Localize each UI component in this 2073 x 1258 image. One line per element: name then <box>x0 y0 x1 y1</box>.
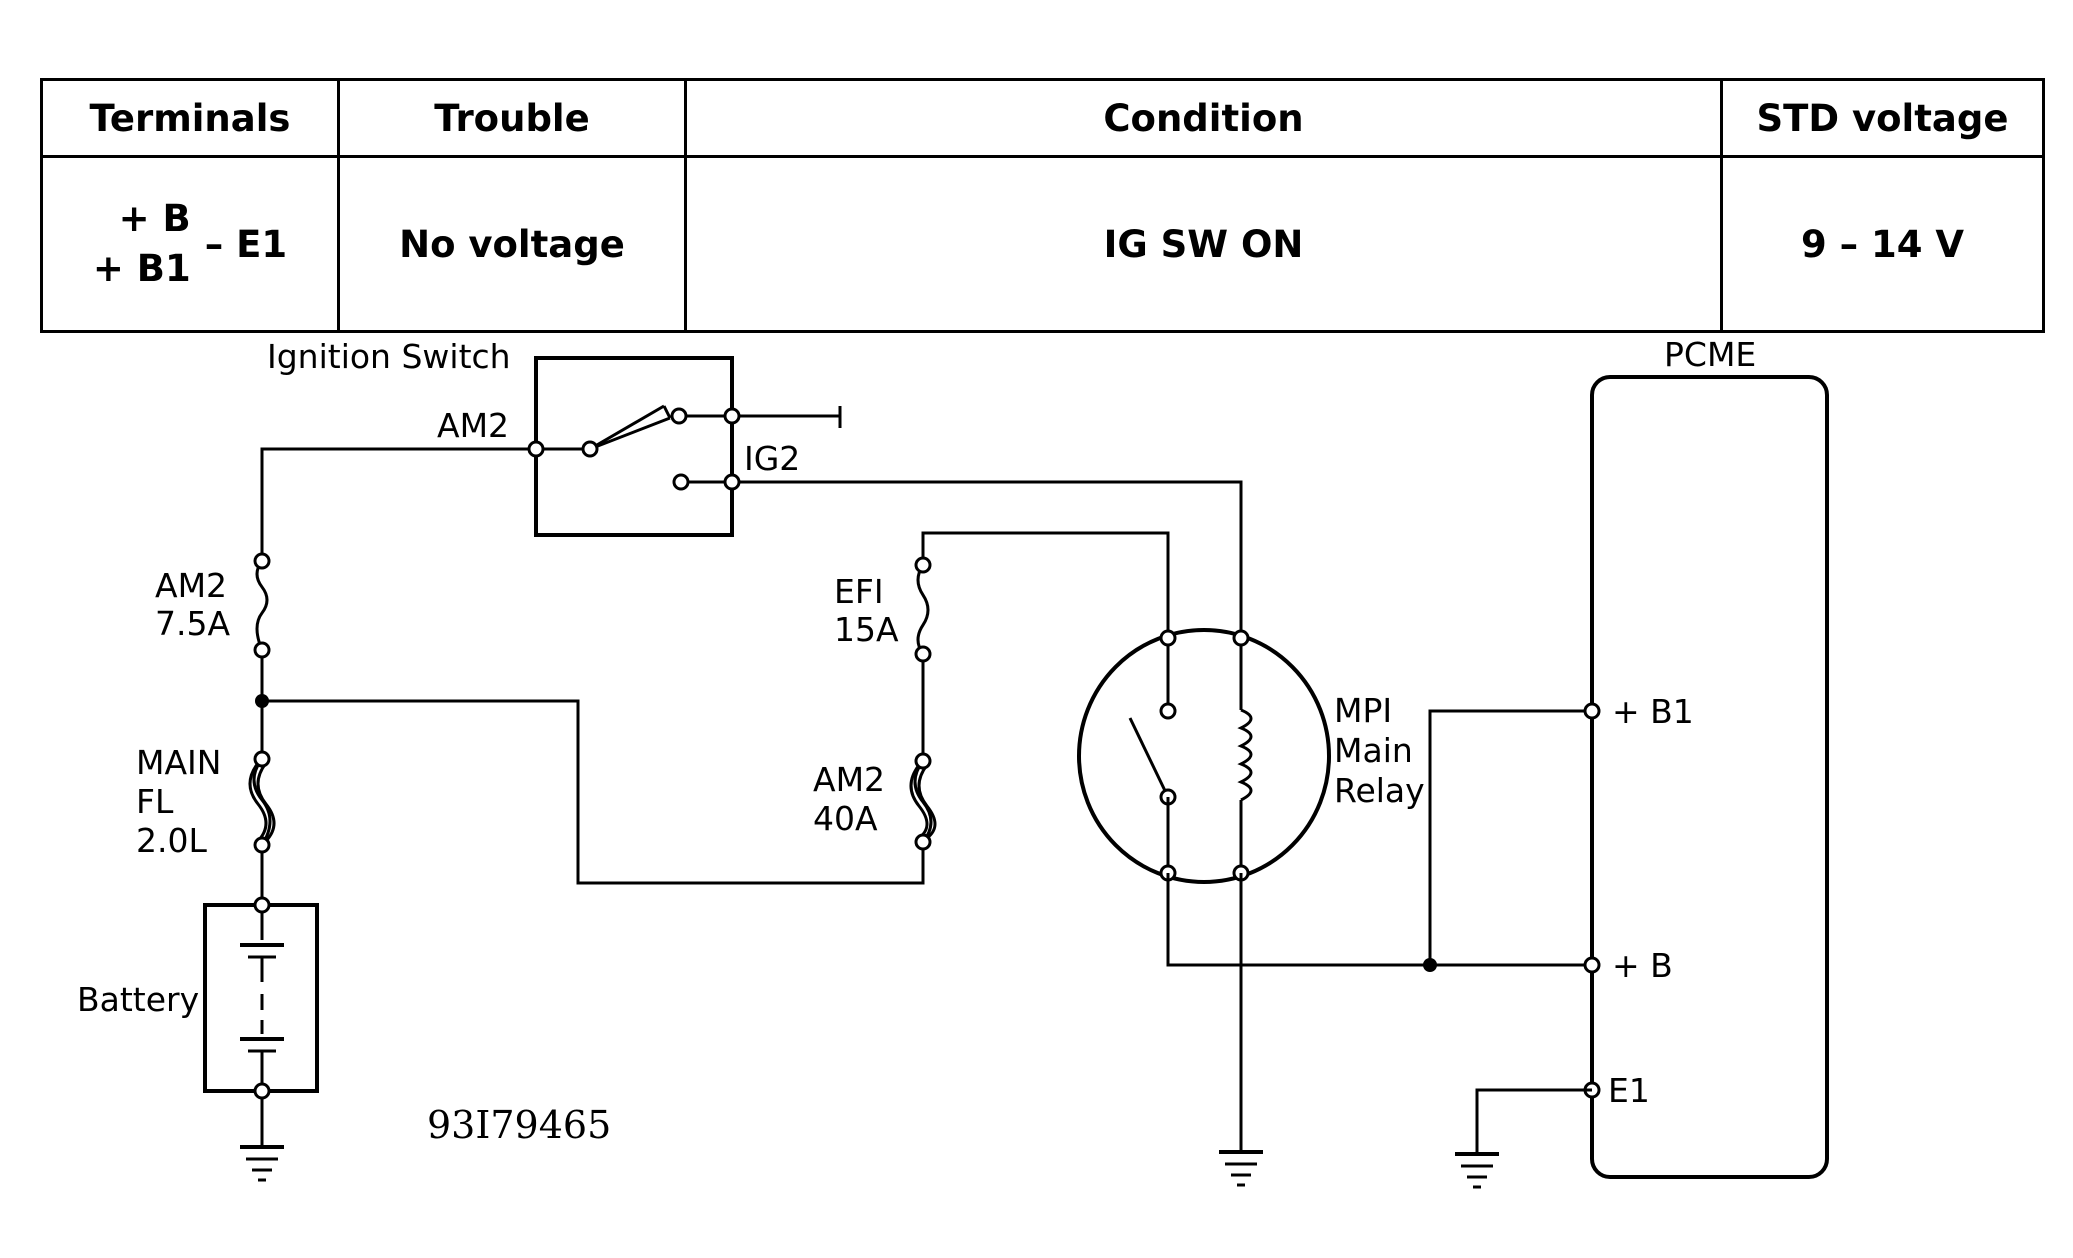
pin-b1-label: + B1 <box>1612 692 1694 731</box>
pin-b-label: + B <box>1612 946 1673 985</box>
relay-output-wiring <box>1166 709 1592 1150</box>
terminal-e1: – E1 <box>204 222 288 266</box>
header-condition: Condition <box>684 78 1723 158</box>
cell-std-voltage: 9 – 14 V <box>1720 155 2045 333</box>
battery: Battery <box>77 896 319 1100</box>
switch-contact-on <box>670 407 688 425</box>
cell-trouble: No voltage <box>337 155 687 333</box>
ground-relay-icon <box>1219 1150 1263 1187</box>
header-trouble: Trouble <box>337 78 687 158</box>
switch-terminal-top <box>723 407 741 425</box>
cell-condition: IG SW ON <box>684 155 1723 333</box>
am2-fuse-name: AM2 <box>155 566 227 605</box>
junction-dot <box>255 694 269 708</box>
main-fusible-link: MAIN FL 2.0L <box>136 743 276 860</box>
header-std-voltage: STD voltage <box>1720 78 2045 158</box>
am2-fuse-rating: 7.5A <box>155 604 230 643</box>
header-terminals: Terminals <box>40 78 340 158</box>
ground-pcme-icon <box>1455 1152 1499 1189</box>
specification-table: Terminals Trouble Condition STD voltage … <box>40 78 2045 333</box>
battery-label: Battery <box>77 980 199 1019</box>
pin-b1 <box>1583 702 1601 720</box>
pcme-label: PCME <box>1664 335 1756 374</box>
pin-e1-label: E1 <box>1608 1071 1650 1110</box>
switch-pivot <box>581 440 599 458</box>
cell-terminals: + B + B1 – E1 <box>40 155 340 333</box>
switch-terminal-am2 <box>527 440 545 458</box>
ig2-terminal-label: IG2 <box>744 439 800 478</box>
relay-label-line3: Relay <box>1334 771 1425 810</box>
am2-terminal-label: AM2 <box>437 406 509 445</box>
am2-fusible-link: AM2 40A <box>813 752 937 851</box>
main-fl-size: 2.0L <box>136 821 207 860</box>
terminals-group: + B + B1 – E1 <box>93 194 287 294</box>
efi-fuse: EFI 15A <box>834 531 1170 761</box>
pin-b <box>1583 956 1601 974</box>
switch-contact-ig2 <box>672 473 690 491</box>
main-fl-type: FL <box>136 782 174 821</box>
relay-label-line1: MPI <box>1334 691 1392 730</box>
mpi-main-relay: MPI Main Relay <box>1077 628 1425 884</box>
relay-label-line2: Main <box>1334 731 1413 770</box>
terminals-stack: + B + B1 <box>93 194 191 294</box>
switch-terminal-ig2 <box>723 473 741 491</box>
am2-fusible-name: AM2 <box>813 760 885 799</box>
table-row: + B + B1 – E1 No voltage IG SW ON 9 – 14… <box>40 155 2045 333</box>
table-header-row: Terminals Trouble Condition STD voltage <box>40 78 2045 158</box>
pcme-ecu: PCME + B1 + B E1 <box>1475 335 1829 1179</box>
junction-dot <box>1423 958 1437 972</box>
figure-code: 93I79465 <box>427 1103 611 1147</box>
am2-fuse: AM2 7.5A <box>155 552 271 708</box>
terminal-plus-b1: + B1 <box>92 247 191 290</box>
ignition-switch: Ignition Switch AM2 IG2 <box>267 337 1243 638</box>
ground-left-icon <box>240 1145 284 1182</box>
efi-fuse-rating: 15A <box>834 610 899 649</box>
ignition-switch-label: Ignition Switch <box>267 337 511 376</box>
am2-fusible-rating: 40A <box>813 799 878 838</box>
main-fl-name: MAIN <box>136 743 221 782</box>
efi-fuse-name: EFI <box>834 572 884 611</box>
terminal-plus-b: + B <box>118 197 191 240</box>
